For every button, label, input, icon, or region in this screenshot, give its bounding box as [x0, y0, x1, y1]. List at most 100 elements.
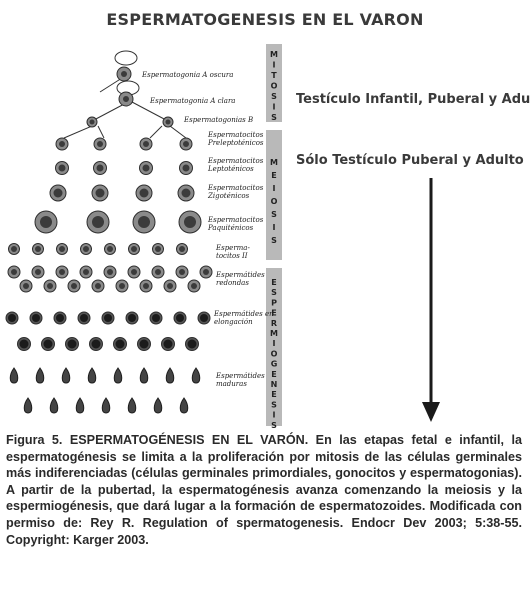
phase-letter: I: [273, 223, 276, 232]
germ-cell: [77, 311, 91, 325]
label-paqui-2: Paquiténicos: [207, 224, 254, 232]
germ-cell: [178, 210, 202, 234]
phase-letter: O: [271, 82, 278, 91]
germ-cell: [101, 311, 115, 325]
phase-letter: I: [273, 103, 276, 112]
label-a-oscura: Espermatogonia A oscura: [141, 71, 233, 79]
germ-cell: [177, 184, 195, 202]
label-maduras-2: maduras: [216, 380, 247, 388]
germ-cell: [86, 210, 110, 234]
germ-cell: [103, 265, 117, 279]
phase-letter: S: [271, 288, 277, 297]
label-lepto-2: Leptoténicos: [207, 165, 254, 173]
phase-letter: P: [271, 298, 277, 307]
germ-cell: [152, 243, 164, 255]
germ-cell: [29, 311, 43, 325]
germ-cell: [161, 337, 175, 351]
branch-line: [97, 125, 105, 139]
spermatid-cell: [113, 367, 123, 384]
label-zigo-2: Zigoténicos: [207, 192, 250, 200]
stage-label-infantil: Testículo Infantil, Puberal y Adulto: [296, 92, 530, 107]
germ-cell: [179, 161, 193, 175]
phase-letter: O: [271, 197, 278, 206]
mitosis-bar: [266, 44, 282, 122]
germ-cell: [91, 279, 105, 293]
spermatid-cell: [139, 367, 149, 384]
germ-cell: [113, 337, 127, 351]
spermatid-cell: [191, 367, 201, 384]
label-zigo-1: Espermatocitos: [207, 184, 264, 192]
branch-line: [149, 125, 163, 139]
spermatid-cell: [87, 367, 97, 384]
label-redondas-2: redondas: [216, 279, 249, 287]
phase-letter: E: [271, 278, 276, 287]
germ-cell: [139, 279, 153, 293]
germ-cell: [173, 311, 187, 325]
label-elong-1: Espermátides en: [213, 310, 274, 318]
germ-cell: [128, 243, 140, 255]
germ-cell: [176, 243, 188, 255]
germ-cell: [104, 243, 116, 255]
spermatid-cell: [127, 397, 137, 414]
germ-cell: [132, 210, 156, 234]
germ-cell: [199, 265, 213, 279]
germ-cell: [162, 116, 174, 128]
germ-cell: [149, 311, 163, 325]
phase-letter: T: [271, 71, 277, 80]
germ-cell: [55, 265, 69, 279]
spermatid-cell: [35, 367, 45, 384]
germ-cell: [151, 265, 165, 279]
espermiogenesis-bar: [266, 268, 282, 426]
germ-cell: [55, 161, 69, 175]
phase-letter: E: [271, 171, 276, 180]
germ-cell: [67, 279, 81, 293]
germ-cell: [118, 91, 134, 107]
spermatid-cell: [61, 367, 71, 384]
phase-letter: M: [270, 158, 278, 167]
phase-letter: M: [270, 329, 278, 338]
germ-cell: [49, 184, 67, 202]
germ-cell: [41, 337, 55, 351]
spermatogonia-lineage: [63, 50, 187, 139]
germ-cell: [55, 137, 69, 151]
renewal-loop-top: [114, 50, 138, 66]
label-maduras-1: Espermátides: [215, 372, 265, 380]
caption-intro: Figura 5. ESPERMATOGÉNESIS EN EL VARÓN.: [6, 433, 309, 447]
cell-labels: Espermatogonia A oscura Espermatogonia A…: [141, 71, 274, 388]
spermatid-cell: [75, 397, 85, 414]
germ-cell: [17, 337, 31, 351]
germ-cell: [79, 265, 93, 279]
spermatid-cell: [153, 397, 163, 414]
label-redondas-1: Espermátides: [215, 271, 265, 279]
phase-letter: I: [273, 61, 276, 70]
label-elong-2: elongación: [214, 318, 253, 326]
phase-letter: S: [271, 113, 277, 122]
germ-cell: [56, 243, 68, 255]
phase-letter: S: [271, 210, 277, 219]
germ-cell: [89, 337, 103, 351]
phase-letter: M: [270, 50, 278, 59]
germ-cell: [175, 265, 189, 279]
germ-cell: [116, 66, 132, 82]
label-b: Espermatogonias B: [183, 116, 253, 124]
spermatid-cell: [9, 367, 19, 384]
spermatid-cell: [179, 397, 189, 414]
spermatid-cell: [101, 397, 111, 414]
phase-letter: R: [271, 319, 277, 328]
germ-cell: [32, 243, 44, 255]
germ-cell: [197, 311, 211, 325]
phase-letter: S: [271, 92, 277, 101]
germ-cell: [135, 184, 153, 202]
meiosis-bar: [266, 130, 282, 260]
germ-cell: [53, 311, 67, 325]
branch-line: [63, 125, 93, 139]
germ-cell: [137, 337, 151, 351]
phase-letter: G: [271, 360, 278, 369]
germ-cell: [139, 137, 153, 151]
phase-letter: O: [271, 349, 278, 358]
germ-cell: [115, 279, 129, 293]
caption-body: En las etapas fetal e infantil, la esper…: [6, 433, 523, 547]
germ-cell: [179, 137, 193, 151]
